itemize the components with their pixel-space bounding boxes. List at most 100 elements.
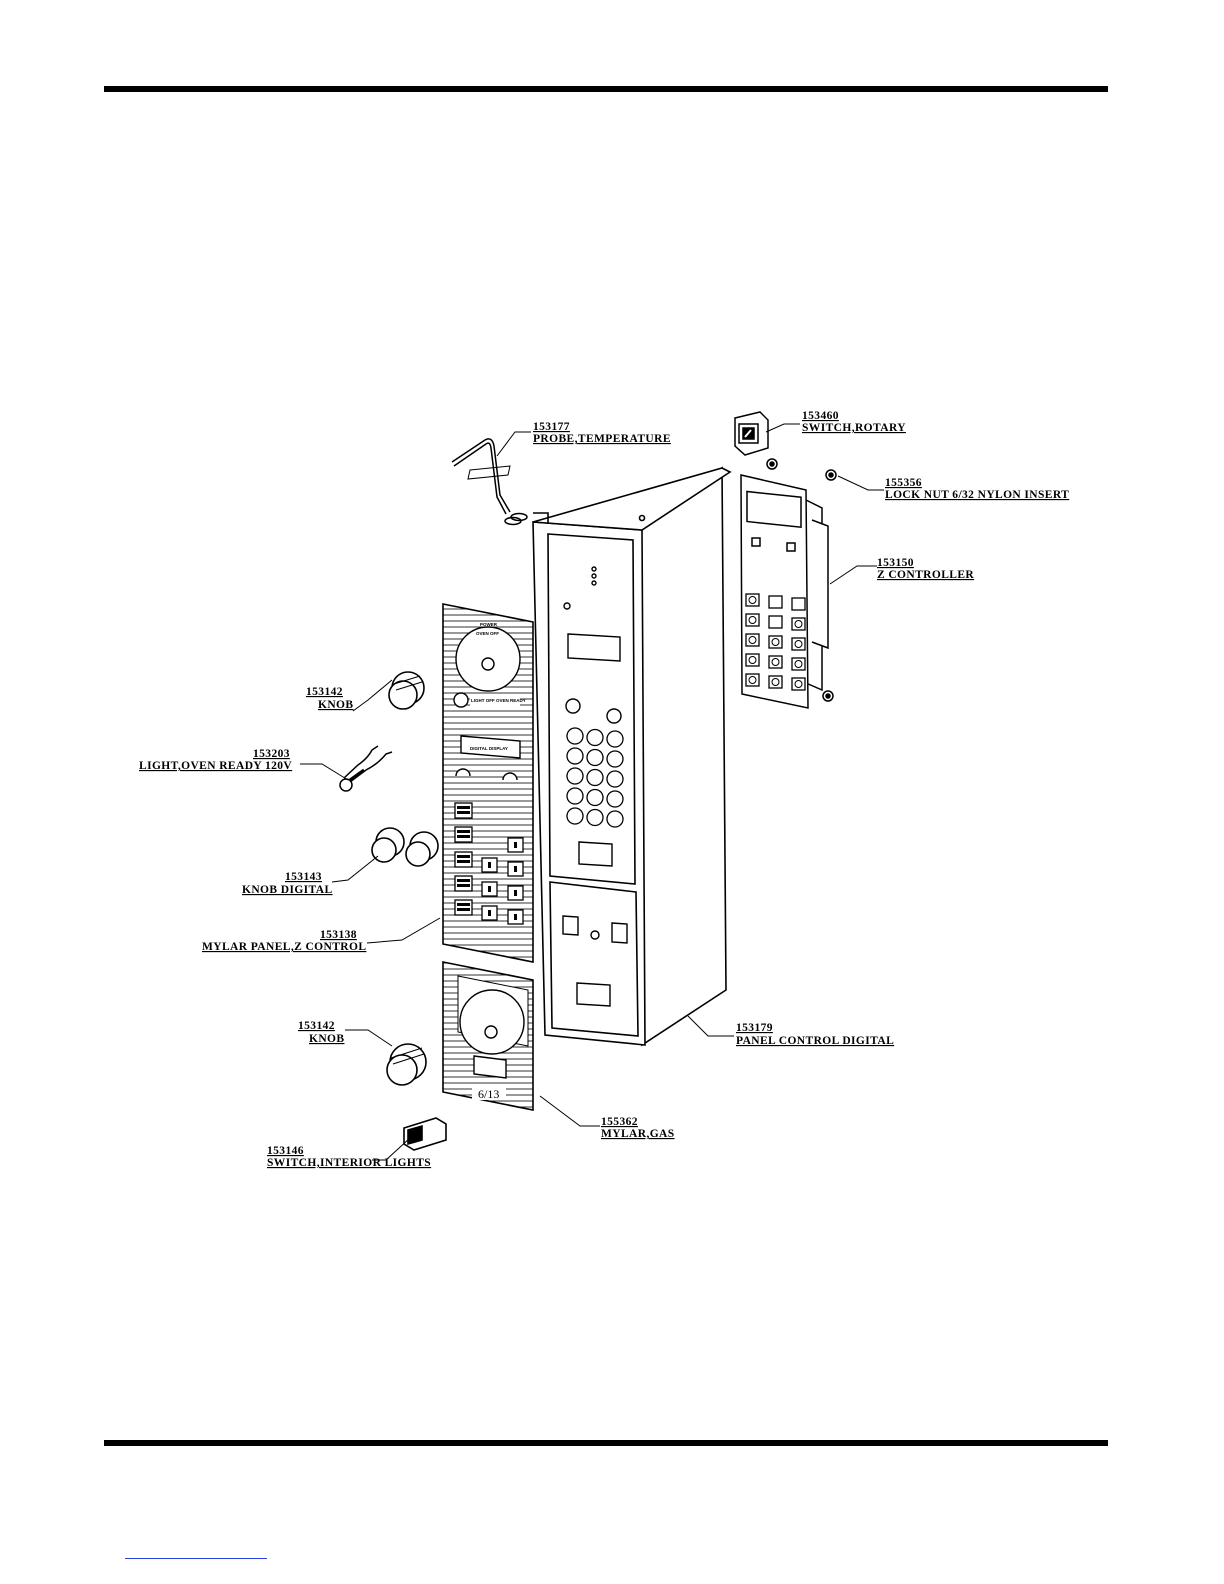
mylar-dial-sub: OVEN OFF [476,631,499,636]
mylar-key-legends [454,802,524,925]
z-controller-key [791,657,806,671]
callout-mylar-panel-desc: MYLAR PANEL,Z CONTROL [202,941,366,953]
callout-lock-nut: 155356 LOCK NUT 6/32 NYLON INSERT [885,477,1069,501]
callout-probe: 153177 PROBE,TEMPERATURE [533,421,671,445]
z-controller-key [745,673,760,687]
callout-lock-nut-part: 155356 [885,477,922,489]
knob-digital-pair [371,827,439,867]
z-controller-key-ring [794,640,803,648]
knob-top [388,671,425,710]
callout-switch-interior-part: 153146 [267,1145,304,1157]
z-controller-key [768,635,783,649]
panel-control-key [586,748,604,767]
callout-switch-rotary-part: 153460 [802,410,839,422]
mylar-number-key-digit [514,890,517,896]
callout-switch-rotary: 153460 SWITCH,ROTARY [802,410,906,434]
z-controller-key-ring [794,660,803,668]
callout-light-oven-part: 153203 [253,748,290,760]
panel-control-key [586,728,604,747]
callout-z-controller: 153150 Z CONTROLLER [877,557,974,581]
callout-z-controller-part: 153150 [877,557,914,569]
panel-control-key [566,727,584,745]
callout-probe-desc: PROBE,TEMPERATURE [533,433,671,445]
z-controller-key-ring [748,596,757,604]
callout-panel-control-desc: PANEL CONTROL DIGITAL [736,1035,894,1047]
z-controller-key-ring [748,676,757,684]
panel-control-key [606,750,624,768]
mylar-function-key [454,875,473,892]
callout-probe-part: 153177 [533,421,570,433]
panel-control-key [566,787,584,805]
z-controller-key-ring [771,638,780,646]
mylar-number-key-digit [514,914,517,920]
mylar-function-key-text [457,884,470,887]
panel-control-key [566,807,584,825]
z-controller-key-ring [748,616,757,624]
callout-knob-top-part: 153142 [306,686,343,698]
z-controller-key [768,595,783,609]
z-controller-key [745,593,760,607]
z-controller-key-ring [771,678,780,686]
panel-control-key [606,770,624,788]
mylar-panel-code: 6/13 [478,1087,499,1101]
mylar-function-key-text [457,879,470,882]
mylar-function-key-text [457,908,470,911]
mylar-function-key-text [457,903,470,906]
z-controller-key [791,637,806,651]
z-controller-key [745,653,760,667]
panel-control-keypad [566,727,624,828]
panel-control-key [566,767,584,785]
mylar-function-key [454,899,473,916]
panel-control-key [606,790,624,808]
callout-switch-rotary-desc: SWITCH,ROTARY [802,422,906,434]
knob-bottom [386,1043,427,1086]
callout-knob-bottom-desc: KNOB [309,1033,344,1045]
mylar-number-key-digit [488,862,491,868]
callout-mylar-panel-part: 153138 [320,929,357,941]
z-controller-key [768,615,783,629]
lock-nuts [822,469,837,702]
mylar-number-key-digit [488,886,491,892]
mylar-function-key-text [457,835,470,838]
z-controller-key [791,677,806,691]
callout-knob-top-desc: KNOB [318,699,353,711]
mylar-dial-title: POWER [480,622,498,627]
z-controller-key [768,675,783,689]
mylar-function-key-text [457,830,470,833]
mylar-function-key [454,851,473,868]
callout-panel-control: 153179 PANEL CONTROL DIGITAL [736,1022,894,1047]
mylar-number-key-digit [514,842,517,848]
mylar-function-key-text [457,860,470,863]
callout-lock-nut-desc: LOCK NUT 6/32 NYLON INSERT [885,489,1069,501]
callout-light-oven: 153203 LIGHT,OVEN READY 120V [139,748,292,772]
callout-knob-bottom: 153142 KNOB [298,1020,344,1045]
callout-mylar-panel: 153138 MYLAR PANEL,Z CONTROL [202,929,366,953]
z-controller-key [745,633,760,647]
callout-mylar-gas-part: 155362 [601,1116,638,1128]
oven-ready-light [339,745,393,792]
z-controller-key [791,597,806,611]
mylar-function-key [454,802,473,819]
panel-control-key [566,747,584,765]
panel-control-key [586,788,604,807]
callout-knob-digital-desc: KNOB DIGITAL [242,884,333,896]
mylar-function-key [454,826,473,843]
footer-link-underline[interactable] [125,1558,267,1559]
callout-knob-digital: 153143 KNOB DIGITAL [242,871,333,896]
z-controller-key [745,613,760,627]
callout-light-oven-desc: LIGHT,OVEN READY 120V [139,760,292,772]
panel-control-details [562,566,628,1007]
rotary-switch [734,411,778,470]
mylar-function-key-text [457,811,470,814]
panel-control-key [606,730,624,748]
callout-mylar-gas: 155362 MYLAR,GAS [601,1116,675,1140]
mylar-number-key-digit [488,910,491,916]
z-controller-board [740,474,829,709]
panel-control-key [606,810,624,828]
mylar-number-key-digit [514,866,517,872]
mylar-display-label: DIGITAL DISPLAY [470,746,508,751]
callout-knob-bottom-part: 153142 [298,1020,335,1032]
z-controller-key [791,617,806,631]
callout-mylar-gas-desc: MYLAR,GAS [601,1128,675,1140]
